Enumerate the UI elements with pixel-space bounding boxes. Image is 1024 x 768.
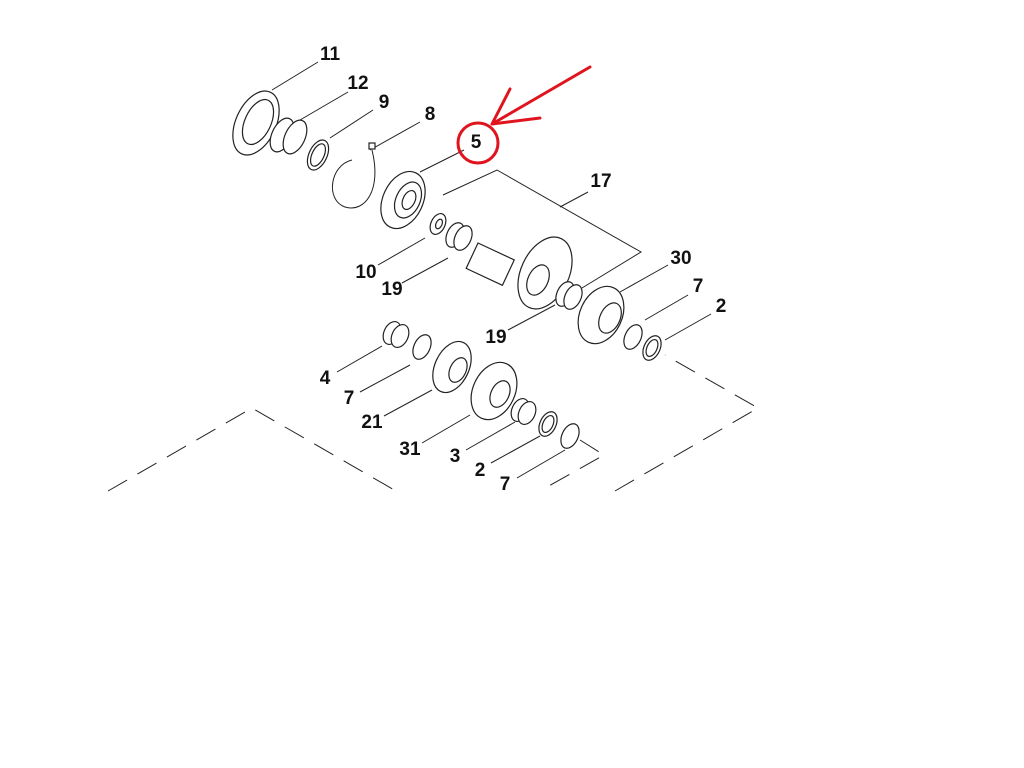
callout-11: 11 bbox=[320, 44, 341, 65]
callout-9: 9 bbox=[379, 92, 390, 113]
part-needle-bearing-19a bbox=[445, 222, 473, 251]
part-bearing-5 bbox=[380, 170, 426, 230]
part-ring-9 bbox=[306, 139, 330, 171]
leader-lines bbox=[271, 61, 712, 479]
part-washer-2a bbox=[642, 335, 662, 361]
part-snap-ring-8 bbox=[331, 142, 376, 209]
callout-19b: 19 bbox=[485, 327, 506, 348]
callout-3: 3 bbox=[450, 446, 461, 467]
callout-7a: 7 bbox=[693, 276, 704, 297]
callout-30: 30 bbox=[670, 248, 691, 269]
callout-19a: 19 bbox=[381, 279, 402, 300]
callout-5: 5 bbox=[471, 132, 482, 153]
part-needle-bearing-19b bbox=[555, 281, 583, 310]
callout-2a: 2 bbox=[716, 296, 727, 317]
callout-12: 12 bbox=[347, 73, 368, 94]
part-washer-2b bbox=[538, 411, 558, 437]
part-snap-ring-7a bbox=[623, 324, 643, 350]
part-bushing-12 bbox=[269, 117, 308, 155]
part-gear-21 bbox=[432, 340, 472, 394]
callout-8: 8 bbox=[425, 104, 436, 125]
highlight-circle bbox=[456, 121, 500, 165]
callout-17: 17 bbox=[590, 171, 611, 192]
housing-outline bbox=[107, 354, 760, 492]
arrow-icon bbox=[490, 65, 592, 126]
callout-31: 31 bbox=[399, 439, 421, 460]
callout-2b: 2 bbox=[475, 460, 486, 481]
callout-10: 10 bbox=[355, 262, 376, 283]
part-gear-30 bbox=[577, 285, 625, 345]
red-highlight-annotation bbox=[456, 65, 592, 165]
part-seal-11 bbox=[232, 90, 280, 156]
part-snap-ring-7c bbox=[560, 423, 580, 449]
callout-labels: 11 12 9 8 5 17 10 19 30 7 2 19 4 7 21 31… bbox=[320, 44, 727, 495]
part-washer-10 bbox=[429, 213, 447, 235]
callout-4: 4 bbox=[320, 368, 331, 389]
part-needle-bearing-4 bbox=[382, 321, 410, 348]
part-gear-31 bbox=[470, 361, 518, 421]
part-snap-ring-7b bbox=[412, 334, 432, 360]
callout-7b: 7 bbox=[344, 388, 355, 409]
callout-7c: 7 bbox=[500, 474, 511, 495]
callout-21: 21 bbox=[361, 412, 383, 433]
part-bearing-3 bbox=[510, 398, 537, 425]
